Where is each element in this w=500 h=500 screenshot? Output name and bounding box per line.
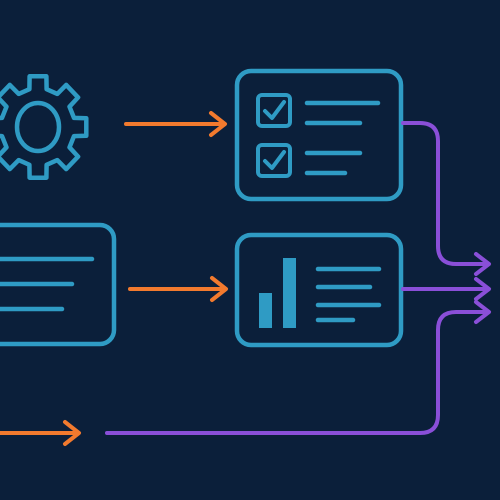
arrow-right-icon bbox=[474, 252, 491, 276]
arrow-right-icon bbox=[128, 276, 228, 302]
chart-bar bbox=[259, 293, 272, 328]
chart-bar bbox=[283, 258, 296, 328]
checkmark-icon bbox=[263, 100, 286, 120]
connector-line bbox=[401, 277, 491, 301]
checklist-card-frame bbox=[234, 68, 404, 202]
connector-line bbox=[105, 300, 491, 435]
text-card-frame bbox=[0, 222, 117, 347]
arrow-right-icon bbox=[474, 277, 491, 301]
gear-center-hole bbox=[14, 100, 62, 154]
checkbox bbox=[256, 93, 292, 128]
checklist-card-icon bbox=[234, 68, 404, 202]
checkmark-icon bbox=[263, 150, 286, 170]
chart-card-frame bbox=[234, 232, 404, 348]
gear-icon bbox=[0, 74, 89, 180]
checkbox bbox=[256, 143, 292, 178]
checklist-item bbox=[256, 143, 363, 178]
checklist-item bbox=[256, 93, 381, 128]
arrow-right-icon bbox=[0, 420, 81, 446]
bar-chart-card-icon bbox=[234, 232, 404, 348]
text-card-icon bbox=[0, 222, 117, 347]
arrow-right-icon bbox=[124, 111, 227, 137]
arrow-right-icon bbox=[474, 300, 491, 324]
connector-line bbox=[401, 121, 491, 276]
